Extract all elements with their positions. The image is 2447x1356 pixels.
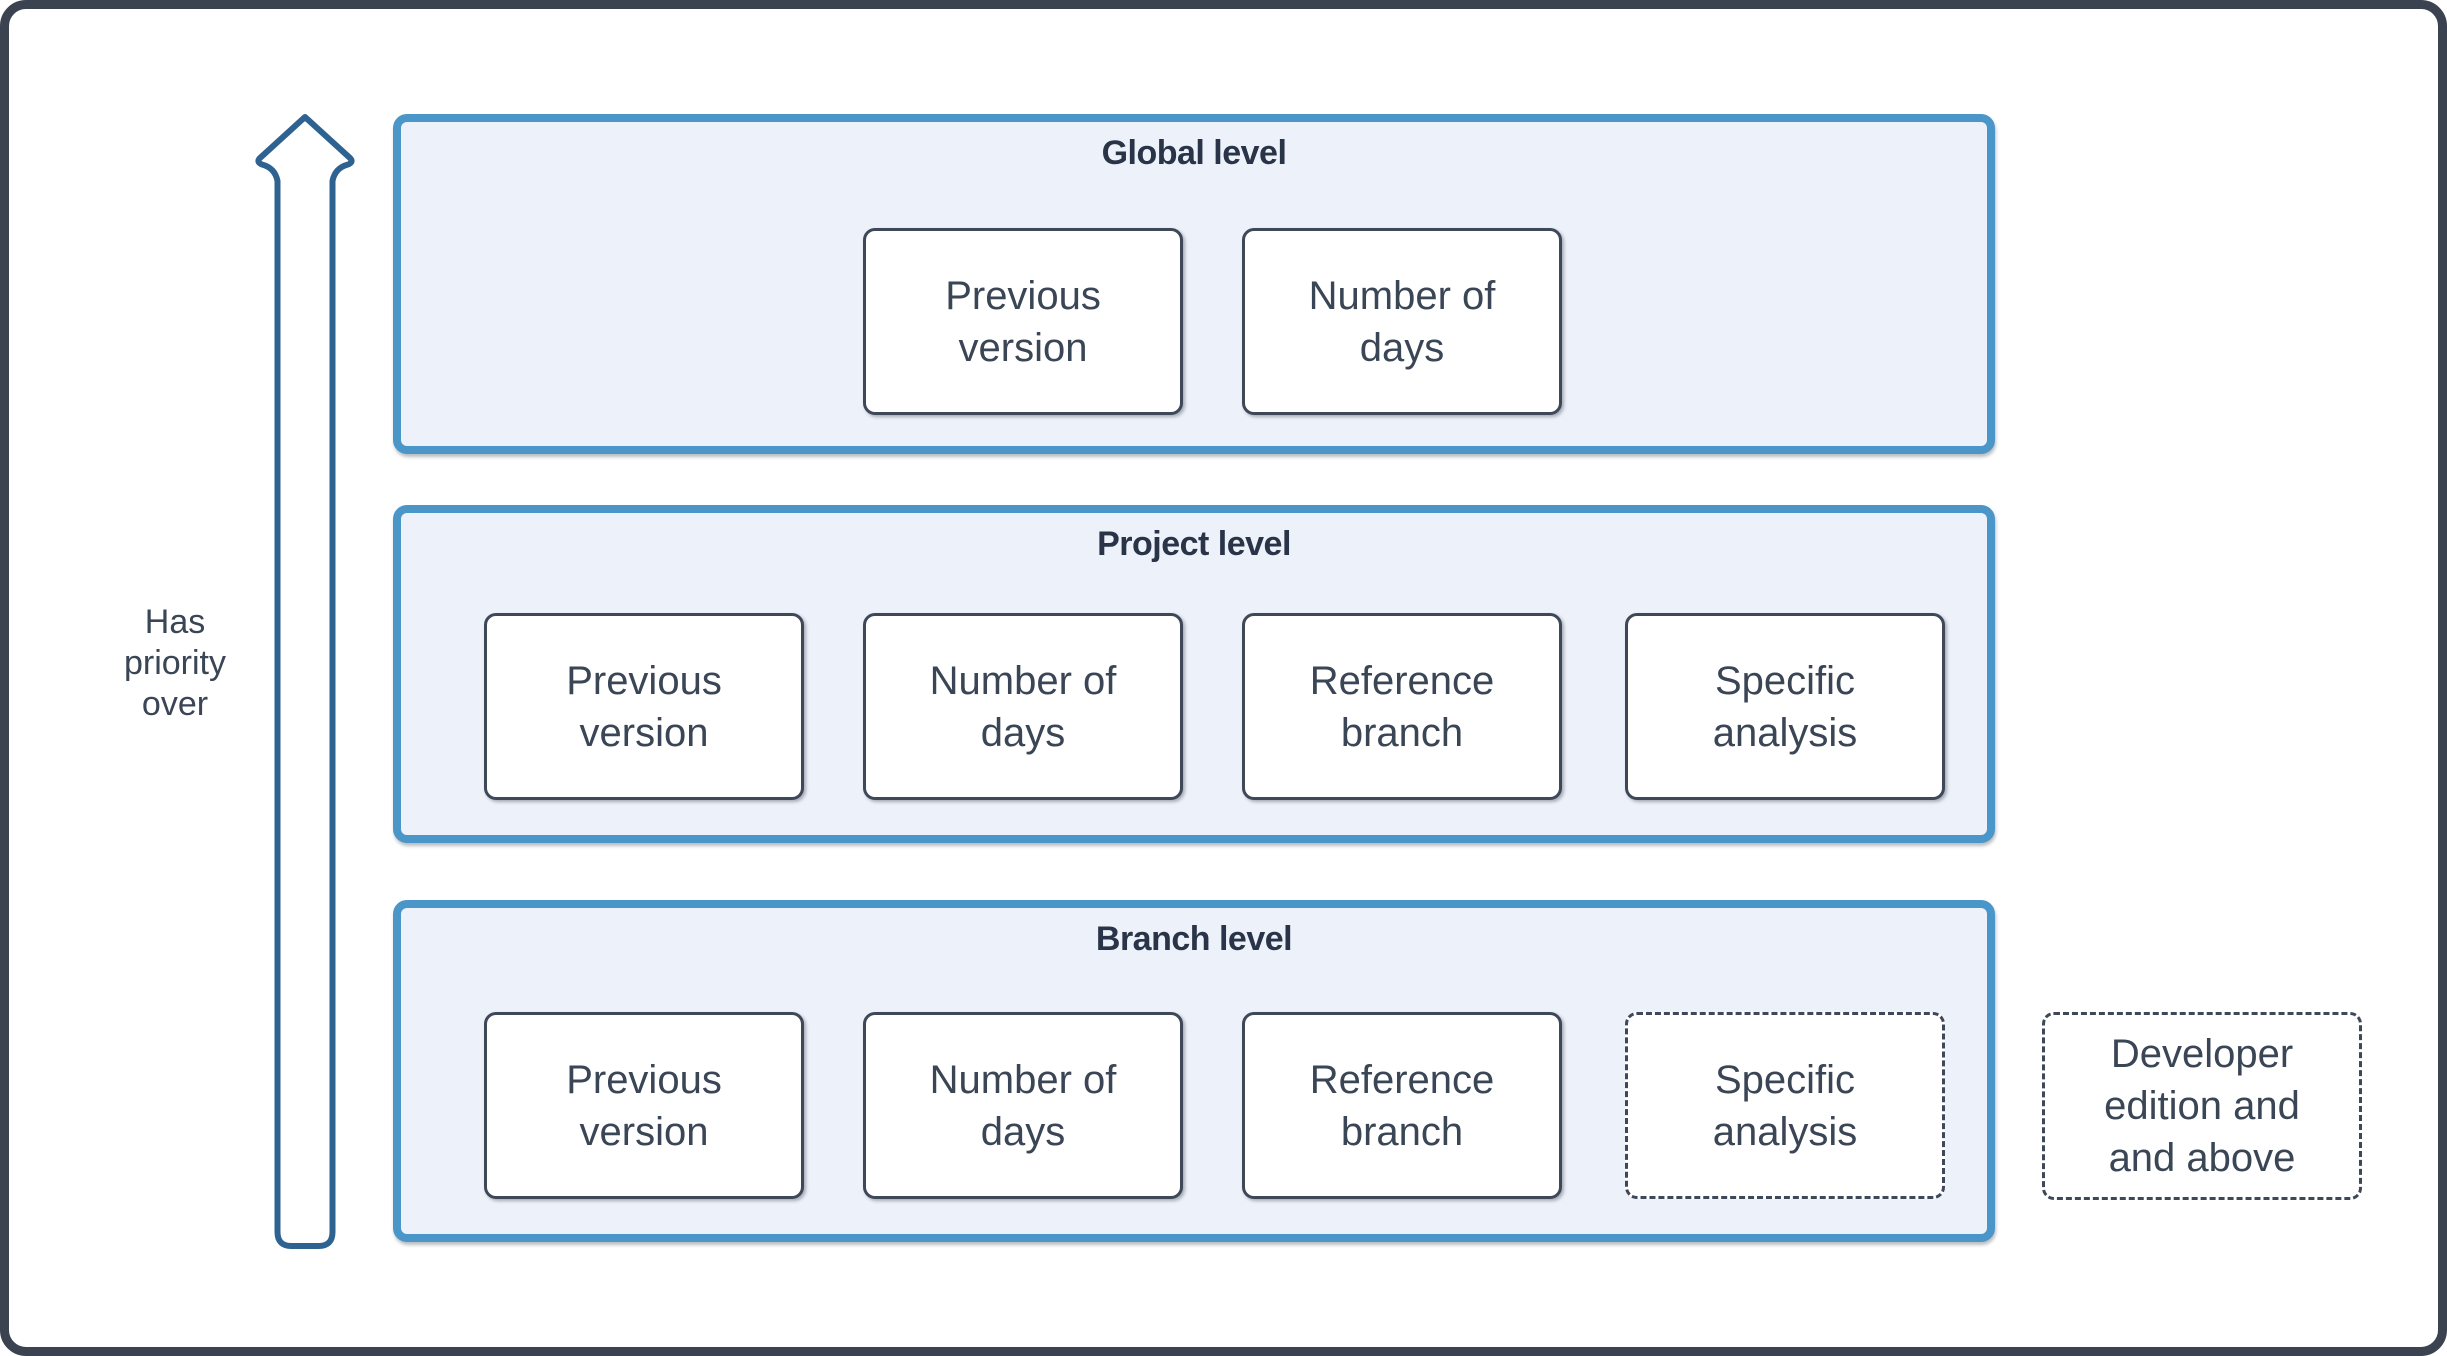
developer-edition-note: Developer edition and and above <box>2042 1012 2362 1200</box>
feature-box-branch-reference-branch: Reference branch <box>1242 1012 1562 1199</box>
feature-box-project-specific-analysis: Specific analysis <box>1625 613 1945 800</box>
up-arrow-shape <box>255 114 355 1249</box>
branch-level-panel: Branch level Previous version Number of … <box>393 900 1995 1242</box>
priority-label: Has priority over <box>123 603 227 723</box>
feature-box-branch-specific-analysis: Specific analysis <box>1625 1012 1945 1199</box>
feature-box-branch-previous-version: Previous version <box>484 1012 804 1199</box>
priority-up-arrow <box>255 114 355 1249</box>
branch-level-title: Branch level <box>1095 920 1293 958</box>
feature-box-project-previous-version: Previous version <box>484 613 804 800</box>
global-level-title: Global level <box>1101 134 1287 172</box>
feature-box-project-reference-branch: Reference branch <box>1242 613 1562 800</box>
project-level-title: Project level <box>1097 525 1291 563</box>
global-level-panel: Global level Previous version Number of … <box>393 114 1995 454</box>
feature-box-global-number-of-days: Number of days <box>1242 228 1562 415</box>
feature-box-project-number-of-days: Number of days <box>863 613 1183 800</box>
feature-box-global-previous-version: Previous version <box>863 228 1183 415</box>
feature-box-branch-number-of-days: Number of days <box>863 1012 1183 1199</box>
project-level-panel: Project level Previous version Number of… <box>393 505 1995 843</box>
